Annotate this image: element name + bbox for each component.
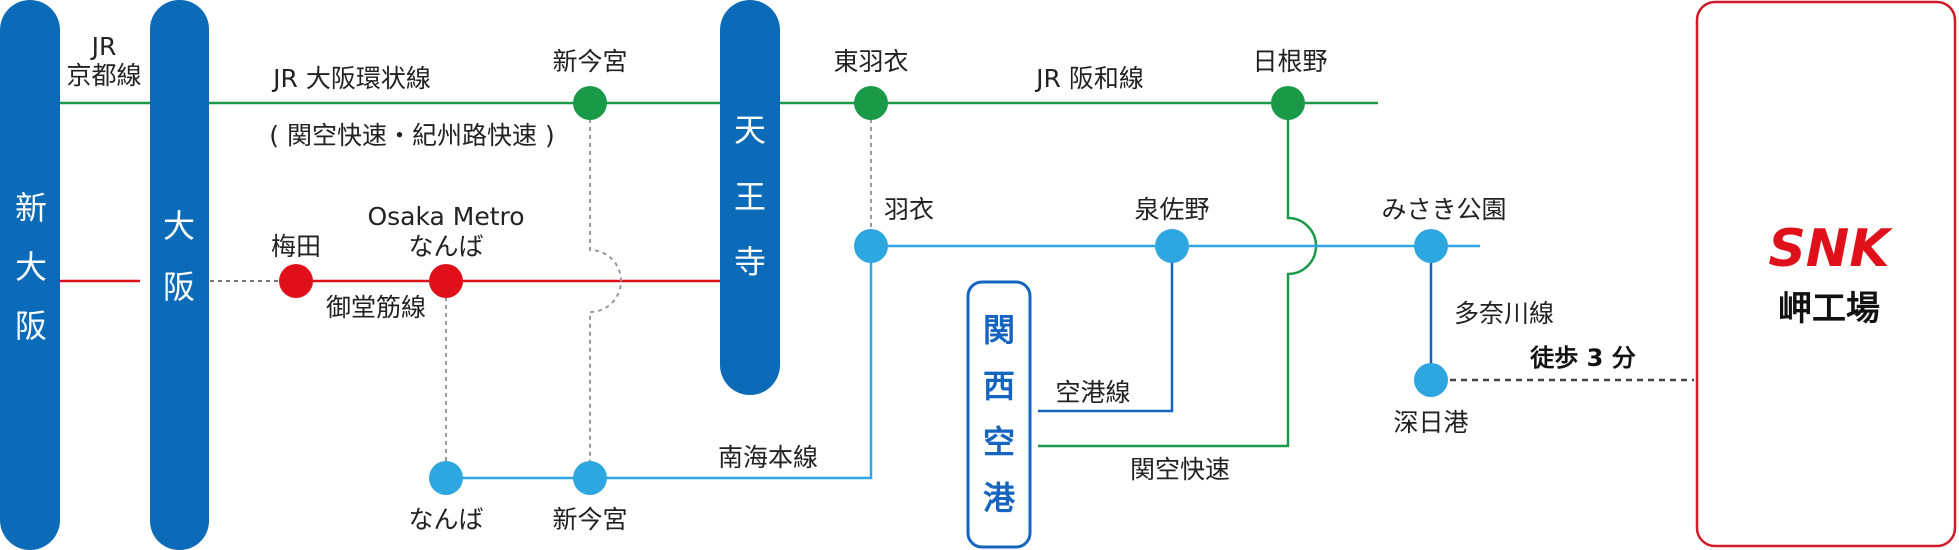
kanku-rapid-label: 関空快速 — [1130, 455, 1230, 484]
jr-kyoto-label: JR — [90, 32, 117, 61]
tanagawa-label: 多奈川線 — [1454, 299, 1554, 328]
terminal-tennoji-char: 天 — [734, 111, 766, 149]
kuko-line — [1038, 246, 1174, 413]
station-label-namba-nankai: なんば — [408, 505, 483, 534]
kix-char: 西 — [983, 367, 1015, 405]
kix-char: 港 — [983, 479, 1016, 517]
kix-box — [966, 280, 1032, 549]
terminal-osaka-char: 阪 — [163, 268, 195, 306]
jr-hanwa-label: JR 阪和線 — [1034, 64, 1144, 93]
station-dot-umeda — [279, 264, 313, 298]
kix-char: 関 — [983, 311, 1015, 349]
jr-kyoto-label: 京都線 — [66, 61, 141, 90]
station-dot-fuke — [1414, 363, 1448, 397]
kuko-label: 空港線 — [1055, 378, 1130, 407]
jr-loop-sub-label: ( 関空快速・紀州路快速 ) — [269, 121, 554, 150]
kanku-rapid-line — [1038, 103, 1318, 448]
terminal-tennoji-char: 王 — [734, 178, 766, 216]
midosuji-label: 御堂筋線 — [326, 293, 426, 322]
station-label-izumisano: 泉佐野 — [1134, 195, 1209, 224]
station-dot-izumisano — [1155, 229, 1189, 263]
station-dot-higashi-hagoromo — [854, 86, 888, 120]
terminal-shin-osaka-char: 新 — [15, 189, 47, 227]
station-dot-shin-imamiya-nankai — [573, 461, 607, 495]
station-label-namba-metro: なんば — [408, 232, 483, 261]
snk-logo: SNK — [1768, 219, 1893, 279]
jr-loop-label: JR 大阪環状線 — [271, 64, 431, 93]
station-label-shin-imamiya-jr: 新今宮 — [552, 47, 627, 76]
station-label-fuke: 深日港 — [1393, 408, 1468, 437]
transfer-shin-imamiya — [589, 103, 622, 478]
station-label-hineno: 日根野 — [1252, 47, 1327, 76]
station-dot-namba-nankai — [429, 461, 463, 495]
terminal-tennoji — [720, 0, 780, 395]
station-label-hagoromo: 羽衣 — [884, 195, 934, 224]
station-dot-misaki-koen — [1414, 229, 1448, 263]
station-label-shin-imamiya-nankai: 新今宮 — [552, 505, 627, 534]
station-label-higashi-hagoromo: 東羽衣 — [833, 47, 908, 76]
station-dot-namba-metro — [429, 264, 463, 298]
destination-box — [1695, 0, 1957, 548]
station-dot-hagoromo — [854, 229, 888, 263]
station-label-misaki-koen: みさき公園 — [1381, 195, 1506, 224]
walk-label: 徒歩 3 分 — [1529, 344, 1635, 372]
terminal-tennoji-char: 寺 — [734, 243, 766, 281]
terminal-shin-osaka-char: 阪 — [15, 307, 47, 345]
station-label-namba-metro: Osaka Metro — [367, 202, 524, 231]
station-dot-shin-imamiya-jr — [573, 86, 607, 120]
terminal-osaka-char: 大 — [163, 207, 195, 245]
destination-name: 岬工場 — [1778, 289, 1880, 329]
terminal-shin-osaka-char: 大 — [15, 248, 47, 286]
nankai-main-label: 南海本線 — [718, 443, 818, 472]
kix-char: 空 — [983, 423, 1015, 461]
terminal-osaka — [150, 0, 209, 550]
station-label-umeda: 梅田 — [271, 232, 321, 261]
terminal-shin-osaka — [0, 0, 60, 550]
station-dot-hineno — [1271, 86, 1305, 120]
